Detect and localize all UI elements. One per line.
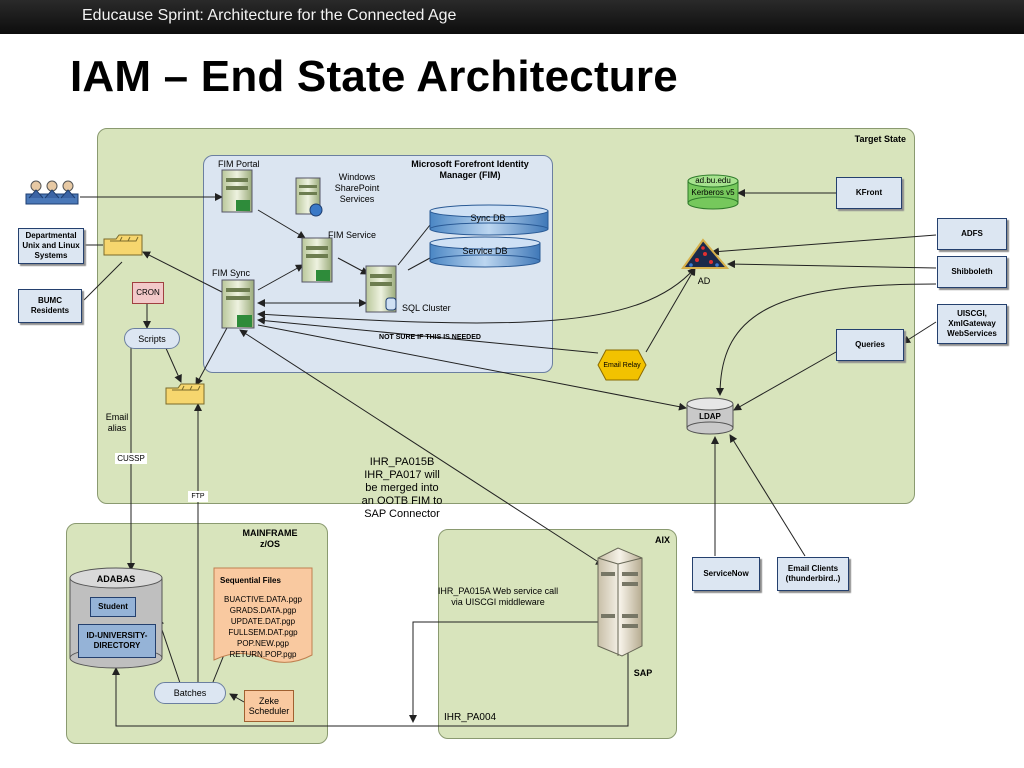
service-db-cylinder: [429, 236, 541, 268]
cron-box: CRON: [132, 282, 164, 304]
folder-icon-scripts: [165, 383, 205, 405]
link-queries-ldap: [733, 351, 837, 411]
sequential-files-document: [213, 567, 313, 663]
sql-cluster-label: SQL Cluster: [402, 303, 451, 313]
ad-icon: [681, 238, 730, 269]
target-state-label: Target State: [854, 134, 906, 144]
link-shib-ad: [727, 260, 937, 269]
link-sync-scriptsfolder: [195, 325, 229, 386]
uiscgi-box: UISCGI, XmlGateway WebServices: [937, 304, 1007, 344]
ldap-cylinder: [686, 397, 734, 435]
link-zeke-batches: [229, 693, 245, 703]
student-box: Student: [90, 597, 136, 617]
not-sure-note: NOT SURE IF THIS IS NEEDED: [379, 334, 481, 341]
ftp-label: FTP: [188, 491, 208, 502]
batches-node: Batches: [154, 682, 226, 704]
adabas-label: ADABAS: [96, 574, 136, 584]
link-sync-folder: [142, 251, 223, 293]
link-bumc-folder: [83, 261, 123, 301]
sync-db-cylinder: [429, 204, 549, 236]
kerberos-cylinder: [687, 174, 739, 210]
folder-icon-departmental: [103, 234, 143, 256]
zeke-scheduler-box: Zeke Scheduler: [244, 690, 294, 722]
queries-box: Queries: [836, 329, 904, 361]
header-title: Educause Sprint: Architecture for the Co…: [82, 7, 457, 24]
fim-sync-server-icon: [221, 279, 255, 329]
shibboleth-box: Shibboleth: [937, 256, 1007, 288]
fim-sync-label: FIM Sync: [212, 268, 251, 278]
sql-cluster-server-icon: [365, 265, 397, 313]
header-bar: Educause Sprint: Architecture for the Co…: [0, 0, 1024, 34]
slide-title: IAM – End State Architecture: [70, 52, 678, 101]
scripts-node: Scripts: [124, 328, 180, 349]
email-relay-label: Email Relay: [603, 362, 641, 369]
sequential-files-list: BUACTIVE.DATA.pgp GRADS.DATA.pgp UPDATE.…: [214, 594, 312, 660]
servicenow-box: ServiceNow: [692, 557, 760, 591]
link-sql-servicedb: [407, 257, 431, 271]
fim-service-server-icon: [301, 237, 333, 283]
link-ad-sync: [257, 267, 696, 324]
kfront-box: KFront: [836, 177, 902, 209]
link-uiscgi-queries: [902, 321, 937, 344]
email-relay-hexagon: [597, 349, 647, 381]
ldap-label: LDAP: [699, 412, 721, 421]
link-portal-service: [257, 209, 306, 239]
service-db-label: Service DB: [462, 246, 508, 256]
kerberos-label: Kerberos v5: [691, 188, 735, 197]
ihr-merge-note: IHR_PA015B IHR_PA017 will be merged into…: [361, 456, 443, 520]
fim-portal-server-icon: [221, 169, 253, 213]
ihr-pa015a-label: IHR_PA015A Web service call via UISCGI m…: [437, 586, 559, 607]
wss-server-icon: [295, 177, 323, 217]
link-emailclients-ldap: [729, 434, 806, 557]
mainframe-label: MAINFRAME z/OS: [242, 528, 298, 549]
email-alias-label: Email alias: [105, 412, 129, 433]
link-sync-service: [257, 264, 304, 291]
fim-zone-label: Microsoft Forefront Identity Manager (FI…: [411, 159, 529, 180]
link-sap-adabas: [112, 648, 629, 727]
sequential-file-item: GRADS.DATA.pgp: [229, 606, 297, 615]
sap-label: SAP: [633, 668, 653, 678]
wss-label: Windows SharePoint Services: [334, 172, 380, 204]
sap-server-icon: [597, 547, 643, 657]
sequential-file-item: UPDATE.DAT.pgp: [230, 617, 296, 626]
link-relay-ad: [645, 267, 696, 353]
link-scripts-folder: [164, 345, 182, 383]
email-clients-box: Email Clients (thunderbird..): [777, 557, 849, 591]
sequential-file-item: BUACTIVE.DATA.pgp: [224, 595, 302, 604]
ihr-pa004-label: IHR_PA004: [444, 712, 497, 723]
link-service-sql: [337, 257, 369, 275]
users-icon: [25, 180, 79, 205]
fim-service-label: FIM Service: [328, 230, 377, 240]
aix-label: AIX: [654, 535, 670, 545]
departmental-box: Departmental Unix and Linux Systems: [18, 228, 84, 264]
link-shib-ldap: [716, 283, 937, 396]
sync-db-label: Sync DB: [470, 213, 506, 223]
sequential-file-item: POP.NEW.pgp: [237, 639, 289, 648]
link-adfs-ad: [711, 234, 937, 256]
link-pa015a: [409, 621, 600, 723]
sequential-file-item: FULLSEM.DAT.pgp: [228, 628, 298, 637]
link-sql-syncdb: [397, 224, 431, 266]
ad-label: AD: [697, 276, 711, 286]
sequential-files-title: Sequential Files: [220, 576, 281, 585]
sequential-file-item: RETURN.POP.pgp: [229, 650, 297, 659]
fim-portal-label: FIM Portal: [218, 159, 260, 169]
cussp-label: CUSSP: [115, 453, 147, 464]
id-directory-box: ID-UNIVERSITY-DIRECTORY: [78, 624, 156, 658]
bumc-box: BUMC Residents: [18, 289, 82, 323]
kerberos-domain-label: ad.bu.edu: [695, 176, 731, 185]
link-sync-sap: [239, 329, 604, 566]
adfs-box: ADFS: [937, 218, 1007, 250]
